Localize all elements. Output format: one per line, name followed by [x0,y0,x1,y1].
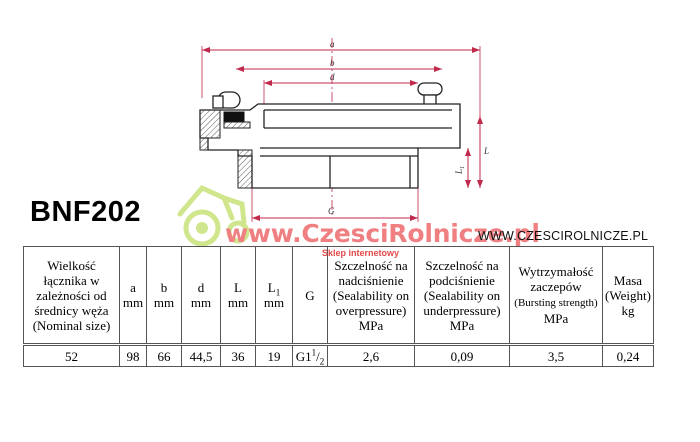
cell-mass: 0,24 [602,343,654,367]
spec-table: Wielkość łącznika w zależności od średni… [23,246,654,367]
header-G: G [292,246,328,345]
header-mass: Masa (Weight) kg [602,246,654,345]
cell-bursting: 3,5 [509,343,603,367]
cell-b: 66 [146,343,182,367]
dim-G-label: G [328,206,335,216]
cell-underpressure: 0,09 [414,343,510,367]
dimension-L: L [477,116,489,188]
dimension-b: b [236,58,442,72]
dim-b-label: b [330,58,335,68]
cell-size: 52 [23,343,120,367]
table-header-row: Wielkość łącznika w zależności od średni… [23,246,654,345]
cell-L1: 19 [255,343,293,367]
cell-G: G11/2 [292,343,328,367]
dimension-G: G [251,188,419,222]
coupling-body [199,82,461,189]
product-code: BNF202 [30,196,141,228]
table-row: 52 98 66 44,5 36 19 G11/2 2,6 0,09 3,5 0… [23,343,654,367]
shop-label: Sklep internetowy [322,248,400,258]
cell-a: 98 [119,343,147,367]
header-size: Wielkość łącznika w zależności od średni… [23,246,120,345]
cell-overpressure: 2,6 [327,343,415,367]
dimension-a: a [201,39,481,116]
header-underpressure: Szczelność na podciśnienie (Sealability … [414,246,510,345]
cell-d: 44,5 [181,343,221,367]
site-url: WWW.CZESCIROLNICZE.PL [478,229,649,243]
header-bursting: Wytrzymałość zaczepów (Bursting strength… [509,246,603,345]
dim-L-label: L [483,146,489,156]
cell-L: 36 [220,343,256,367]
tractor-logo-icon [177,184,250,247]
dim-L1-label: L1 [454,166,466,175]
technical-drawing: a b d [199,38,489,222]
dimension-L1: L1 [454,148,471,188]
site-watermark: www.CzesciRolnicze.pl [225,219,540,248]
header-overpressure: Szczelność na nadciśnienie (Sealability … [327,246,415,345]
dim-a-label: a [330,39,335,49]
dim-d-label: d [330,72,335,82]
